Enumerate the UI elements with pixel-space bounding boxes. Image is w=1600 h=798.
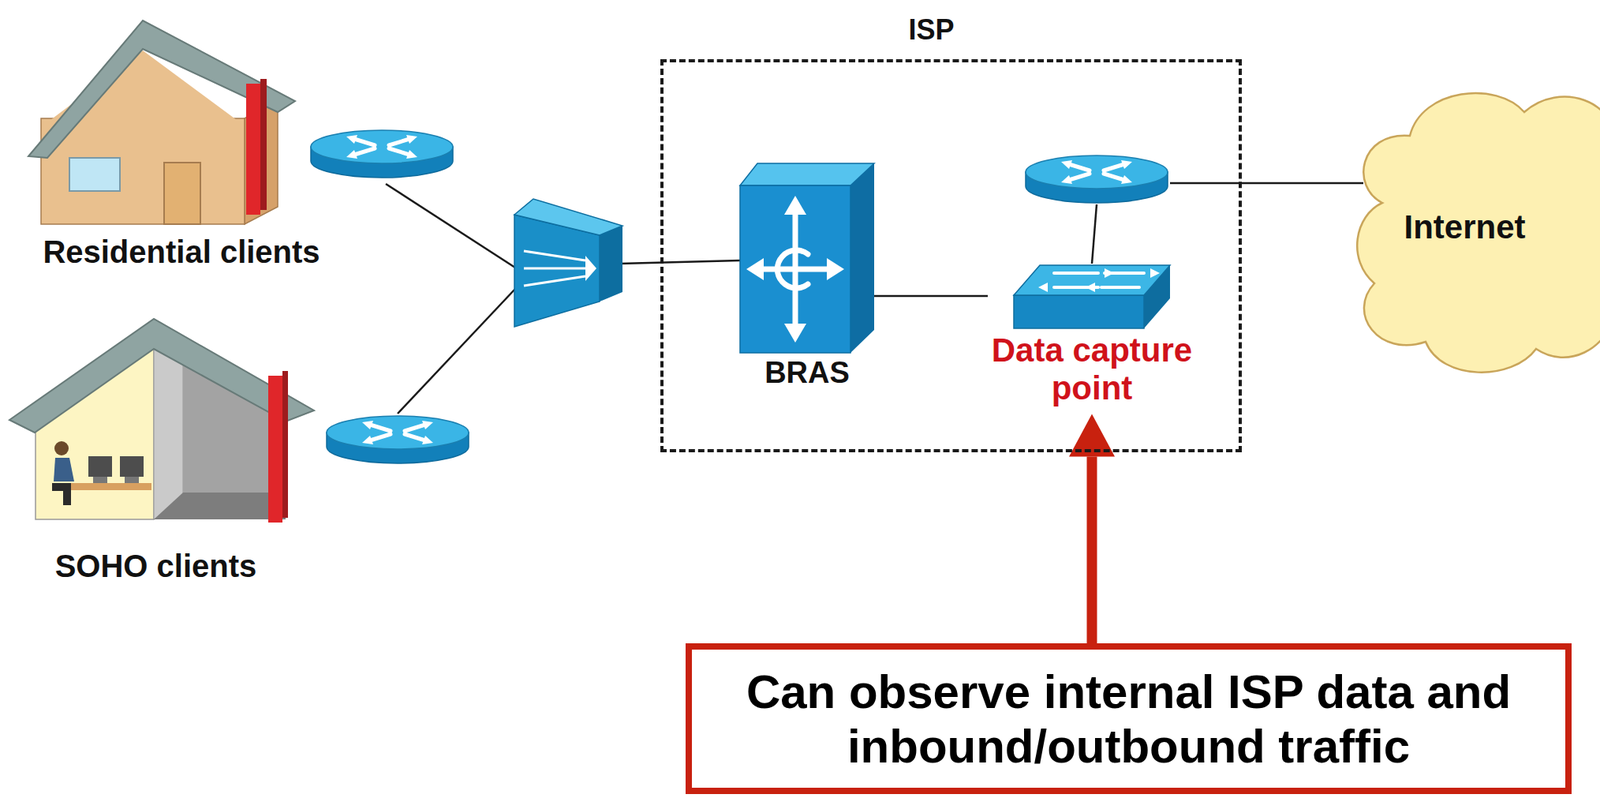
router-icon bbox=[310, 130, 453, 178]
bras-icon bbox=[740, 185, 851, 353]
switch-icon bbox=[1038, 268, 1160, 292]
soho-house bbox=[54, 441, 69, 456]
internet-cloud bbox=[1357, 93, 1600, 373]
wire bbox=[1091, 204, 1097, 264]
switch-icon bbox=[1104, 268, 1115, 278]
bras-icon bbox=[777, 250, 808, 288]
bras-icon bbox=[740, 163, 875, 353]
wire bbox=[385, 183, 516, 268]
dslam-icon bbox=[523, 267, 586, 270]
dslam-icon bbox=[523, 250, 586, 286]
wire bbox=[397, 288, 516, 414]
link-line bbox=[874, 295, 988, 298]
node-label: Data capture point bbox=[987, 331, 1197, 408]
dslam-icon bbox=[599, 225, 623, 302]
router-icon bbox=[326, 415, 469, 464]
dslam-icon bbox=[523, 276, 586, 286]
internet-cloud bbox=[1357, 93, 1600, 373]
node-label: BRAS bbox=[740, 355, 875, 391]
residential-house bbox=[260, 78, 267, 210]
dslam-icon bbox=[585, 255, 597, 281]
soho-label-box: SOHO clients bbox=[0, 314, 312, 584]
bras-icon bbox=[746, 257, 764, 281]
residential-house bbox=[41, 118, 245, 225]
data-capture-box: Data capture point bbox=[987, 263, 1197, 408]
isp-boundary: ISPBRASData capture point bbox=[660, 59, 1242, 453]
internet-box: Internet bbox=[1346, 76, 1600, 378]
soho-house bbox=[66, 482, 152, 490]
bras-icon bbox=[850, 163, 875, 353]
node-label: Internet bbox=[1403, 208, 1526, 247]
dslam-icon bbox=[514, 198, 623, 236]
soho-house bbox=[93, 476, 108, 483]
bras-icon bbox=[826, 257, 845, 281]
switch-icon bbox=[1038, 282, 1048, 292]
soho-house bbox=[88, 456, 113, 477]
switch-icon bbox=[1150, 268, 1160, 278]
wire bbox=[619, 260, 741, 264]
wire bbox=[385, 183, 1364, 414]
node-label: Residential clients bbox=[23, 233, 340, 270]
residential-house bbox=[28, 20, 296, 225]
bras-icon bbox=[755, 266, 835, 273]
callout-arrow bbox=[1087, 456, 1098, 643]
switch-icon bbox=[1013, 295, 1144, 329]
router-icon bbox=[1025, 155, 1168, 203]
bras-icon bbox=[784, 195, 807, 215]
soho-house bbox=[268, 375, 283, 523]
node-label: SOHO clients bbox=[0, 547, 312, 584]
switch-icon bbox=[1101, 285, 1140, 289]
switch-icon bbox=[1013, 265, 1171, 296]
dslam-icon bbox=[523, 250, 586, 261]
node-label: ISP bbox=[663, 13, 1200, 46]
soho-house bbox=[53, 457, 75, 482]
residential-house bbox=[246, 83, 261, 215]
bras-icon bbox=[746, 195, 845, 343]
switch-icon bbox=[1013, 265, 1171, 329]
residential-label-box: Residential clients bbox=[23, 15, 340, 270]
dslam-icon bbox=[514, 198, 623, 327]
switch-icon bbox=[1054, 271, 1099, 275]
bras-icon bbox=[784, 323, 807, 343]
callout-box: Can observe internal ISP data and inboun… bbox=[685, 642, 1572, 794]
switch-icon bbox=[1054, 272, 1144, 288]
soho-house bbox=[119, 456, 144, 477]
soho-house bbox=[52, 482, 72, 505]
residential-house bbox=[164, 162, 201, 225]
soho-house bbox=[282, 370, 288, 518]
soho-house bbox=[153, 492, 286, 520]
switch-icon bbox=[1085, 282, 1096, 292]
node-label: Can observe internal ISP data and inboun… bbox=[691, 664, 1566, 774]
soho-house bbox=[153, 347, 184, 520]
soho-house bbox=[9, 318, 315, 523]
bras-box: BRAS bbox=[740, 163, 875, 391]
bras-icon bbox=[755, 211, 835, 327]
soho-house bbox=[124, 476, 139, 483]
wire bbox=[1170, 182, 1364, 185]
residential-house bbox=[69, 157, 120, 191]
